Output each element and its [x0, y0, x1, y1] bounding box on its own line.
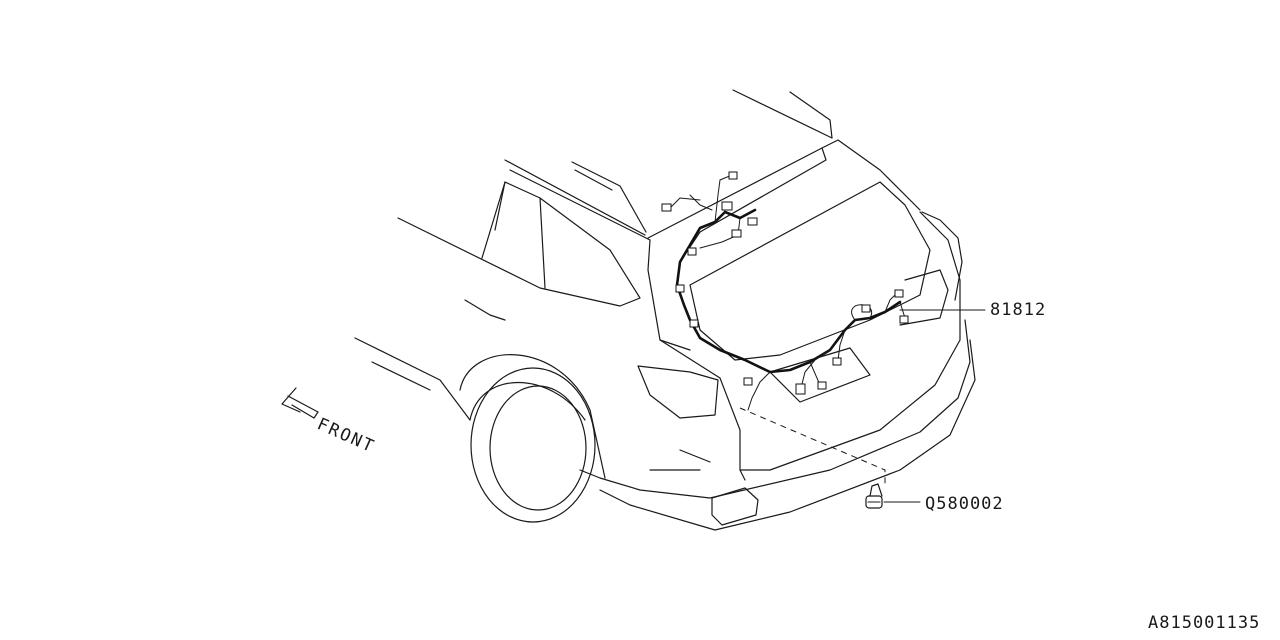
front-direction-indicator: FRONT: [281, 387, 378, 457]
figure-code: A815001135: [1148, 613, 1260, 633]
clip-part: [865, 483, 883, 509]
front-arrow-icon: [281, 387, 319, 419]
front-label: FRONT: [314, 414, 378, 457]
clip-reference-line: [739, 407, 886, 484]
vehicle-outline: [354, 89, 976, 531]
rear-gate-wiring-harness: [661, 171, 909, 411]
part-label-Q580002: Q580002: [925, 494, 1004, 514]
part-label-81812: 81812: [990, 300, 1046, 320]
